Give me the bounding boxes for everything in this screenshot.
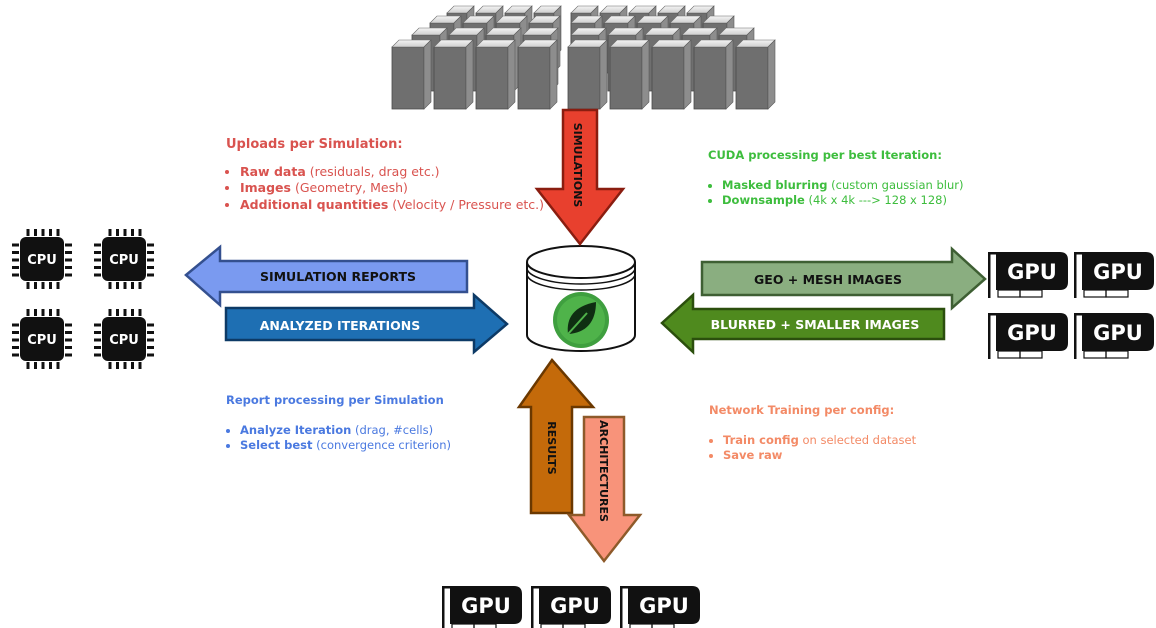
database-icon (526, 245, 636, 352)
list-item: Save raw (723, 448, 916, 464)
server-cluster-icon (391, 5, 776, 110)
gpu-label: GPU (1093, 321, 1143, 345)
uploads-heading: Uploads per Simulation: (226, 137, 403, 152)
server-block (693, 46, 727, 110)
simulation-reports-arrow: SIMULATION REPORTS (184, 244, 469, 308)
gpu-cluster: GPU GPU GPU GPU GPU GPU GPU (442, 252, 1154, 628)
cuda-list: Masked blurring (custom gaussian blur) D… (708, 178, 963, 209)
gpu-card-icon: GPU (620, 586, 700, 628)
report-heading: Report processing per Simulation (226, 393, 444, 407)
list-item: Train config on selected dataset (723, 433, 916, 449)
server-block (475, 46, 509, 110)
gpu-card-icon: GPU (442, 586, 522, 628)
server-block (433, 46, 467, 110)
simulation-reports-label: SIMULATION REPORTS (260, 269, 416, 284)
blurred-smaller-images-arrow: BLURRED + SMALLER IMAGES (660, 292, 946, 355)
analyzed-iterations-label: ANALYZED ITERATIONS (260, 318, 421, 333)
cpu-chip-icon: CPU (12, 309, 72, 369)
gpu-card-icon: GPU (988, 313, 1068, 359)
geo-mesh-images-arrow: GEO + MESH IMAGES (700, 246, 987, 311)
architectures-label: ARCHITECTURES (597, 420, 610, 522)
cpu-label: CPU (109, 253, 139, 268)
cpu-label: CPU (109, 333, 139, 348)
cpu-label: CPU (27, 253, 57, 268)
leaf-icon (553, 292, 609, 348)
cpu-chip-icon: CPU (94, 309, 154, 369)
gpu-label: GPU (550, 594, 600, 618)
list-item: Select best (convergence criterion) (240, 438, 451, 454)
gpu-label: GPU (461, 594, 511, 618)
report-list: Analyze Iteration (drag, #cells) Select … (226, 423, 451, 454)
list-item: Downsample (4k x 4k ---> 128 x 128) (722, 193, 963, 209)
results-label: RESULTS (545, 421, 558, 475)
uploads-list: Raw data (residuals, drag etc.) Images (… (226, 164, 544, 215)
uploads-panel: Uploads per Simulation: Raw data (residu… (226, 136, 544, 214)
cuda-panel: CUDA processing per best Iteration: Mask… (708, 148, 963, 209)
gpu-label: GPU (1093, 260, 1143, 284)
blurred-smaller-images-label: BLURRED + SMALLER IMAGES (711, 317, 920, 332)
gpu-card-icon: GPU (1074, 252, 1154, 298)
training-list: Train config on selected dataset Save ra… (709, 433, 916, 464)
gpu-card-icon: GPU (531, 586, 611, 628)
simulations-label: SIMULATIONS (571, 123, 584, 208)
list-item: Images (Geometry, Mesh) (240, 180, 544, 197)
server-block (391, 46, 425, 110)
training-panel: Network Training per config: Train confi… (709, 403, 916, 464)
architectures-arrow: ARCHITECTURES (566, 415, 643, 564)
gpu-card-icon: GPU (988, 252, 1068, 298)
list-item: Additional quantities (Velocity / Pressu… (240, 197, 544, 214)
cpu-chip-icon: CPU (12, 229, 72, 289)
cuda-heading: CUDA processing per best Iteration: (708, 148, 942, 162)
analyzed-iterations-arrow: ANALYZED ITERATIONS (224, 292, 509, 355)
simulations-arrow: SIMULATIONS (534, 108, 626, 247)
list-item: Raw data (residuals, drag etc.) (240, 164, 544, 181)
gpu-card-icon: GPU (1074, 313, 1154, 359)
cpu-chip-icon: CPU (94, 229, 154, 289)
gpu-label: GPU (1007, 321, 1057, 345)
gpu-label: GPU (639, 594, 689, 618)
geo-mesh-images-label: GEO + MESH IMAGES (754, 272, 902, 287)
server-block (735, 46, 769, 110)
server-block (567, 46, 601, 110)
cpu-cluster: CPU CPU CPU CPU (12, 229, 154, 369)
list-item: Masked blurring (custom gaussian blur) (722, 178, 963, 194)
cpu-label: CPU (27, 333, 57, 348)
report-panel: Report processing per Simulation Analyze… (226, 393, 451, 454)
gpu-label: GPU (1007, 260, 1057, 284)
results-arrow: RESULTS (516, 357, 596, 515)
server-block (609, 46, 643, 110)
server-block (651, 46, 685, 110)
training-heading: Network Training per config: (709, 403, 895, 417)
server-block (517, 46, 551, 110)
list-item: Analyze Iteration (drag, #cells) (240, 423, 451, 439)
